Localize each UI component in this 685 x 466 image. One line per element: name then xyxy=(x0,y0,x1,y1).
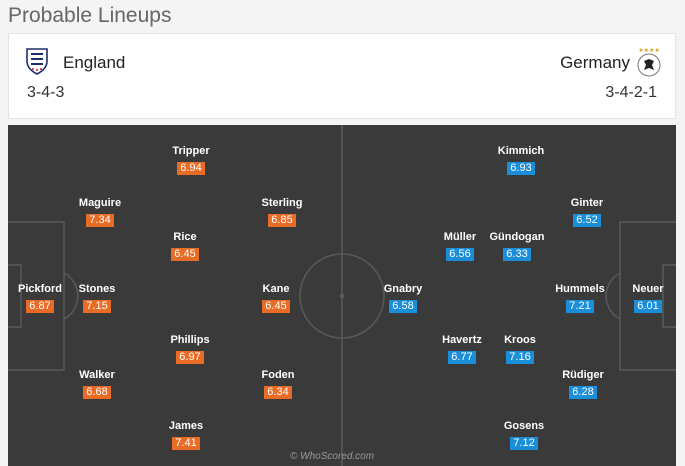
player-name: Foden xyxy=(261,369,295,381)
player-rating: 6.93 xyxy=(507,162,535,175)
player-card[interactable]: Pickford 6.87 xyxy=(8,283,80,314)
player-rating: 6.45 xyxy=(171,248,199,261)
player-rating: 7.41 xyxy=(172,437,200,450)
player-rating: 6.56 xyxy=(446,248,474,261)
player-card[interactable]: Ginter 6.52 xyxy=(547,197,627,228)
player-rating: 7.21 xyxy=(566,300,594,313)
player-name: Sterling xyxy=(261,197,303,209)
player-rating: 6.58 xyxy=(389,300,417,313)
player-card[interactable]: Gnabry 6.58 xyxy=(363,283,443,314)
player-name: Ginter xyxy=(570,197,604,209)
player-rating: 6.33 xyxy=(503,248,531,261)
player-name: Havertz xyxy=(442,334,482,346)
player-card[interactable]: Rice 6.45 xyxy=(145,231,225,262)
player-name: Gosens xyxy=(503,420,545,432)
player-card[interactable]: Müller 6.56 xyxy=(420,231,500,262)
player-name: Rice xyxy=(173,231,197,243)
player-name: Stones xyxy=(78,283,116,295)
page-title: Probable Lineups xyxy=(8,4,172,27)
three-lions-crest-icon xyxy=(26,48,48,75)
player-card[interactable]: Walker 6.68 xyxy=(57,369,137,400)
player-card[interactable]: Maguire 7.34 xyxy=(60,197,140,228)
player-name: Phillips xyxy=(170,334,210,346)
player-name: Gündogan xyxy=(489,231,545,243)
player-rating: 6.45 xyxy=(262,300,290,313)
player-name: Kane xyxy=(262,283,290,295)
player-rating: 7.16 xyxy=(506,351,534,364)
player-rating: 6.28 xyxy=(569,386,597,399)
player-rating: 6.85 xyxy=(268,214,296,227)
player-card[interactable]: Tripper 6.94 xyxy=(151,145,231,176)
player-card[interactable]: Gündogan 6.33 xyxy=(477,231,557,262)
player-card[interactable]: Kane 6.45 xyxy=(236,283,316,314)
watermark: © WhoScored.com xyxy=(290,451,375,462)
dfb-eagle-crest-icon: ★★★★ xyxy=(637,47,661,77)
player-name: Hummels xyxy=(555,283,605,295)
player-rating: 7.34 xyxy=(86,214,114,227)
player-name: Rüdiger xyxy=(562,369,604,381)
player-name: Müller xyxy=(443,231,477,243)
player-rating: 6.94 xyxy=(177,162,205,175)
away-team-name[interactable]: Germany xyxy=(560,53,630,72)
player-rating: 6.01 xyxy=(634,300,662,313)
teams-header-card: England 3-4-3 Germany ★★★★ 3-4-2-1 xyxy=(8,33,676,119)
pitch-markings xyxy=(8,125,676,466)
player-name: Gnabry xyxy=(383,283,423,295)
player-rating: 6.97 xyxy=(176,351,204,364)
player-rating: 6.68 xyxy=(83,386,111,399)
player-name: Neuer xyxy=(632,283,664,295)
player-name: Walker xyxy=(79,369,115,381)
player-rating: 7.15 xyxy=(83,300,111,313)
player-card[interactable]: Gosens 7.12 xyxy=(484,420,564,451)
away-formation: 3-4-2-1 xyxy=(605,84,657,101)
player-card[interactable]: Sterling 6.85 xyxy=(242,197,322,228)
svg-text:★★★★: ★★★★ xyxy=(638,47,660,54)
pitch: Tripper 6.94 Maguire 7.34 Sterling 6.85 … xyxy=(8,125,676,466)
player-rating: 6.34 xyxy=(264,386,292,399)
player-name: James xyxy=(168,420,204,432)
player-card[interactable]: Phillips 6.97 xyxy=(150,334,230,365)
player-rating: 6.52 xyxy=(573,214,601,227)
player-card[interactable]: Stones 7.15 xyxy=(57,283,137,314)
player-card[interactable]: Kimmich 6.93 xyxy=(481,145,561,176)
player-card[interactable]: Havertz 6.77 xyxy=(422,334,502,365)
player-name: Maguire xyxy=(78,197,122,209)
player-card[interactable]: Neuer 6.01 xyxy=(608,283,676,314)
player-rating: 6.87 xyxy=(26,300,54,313)
player-card[interactable]: Foden 6.34 xyxy=(238,369,318,400)
home-team-name[interactable]: England xyxy=(63,53,126,72)
home-formation: 3-4-3 xyxy=(27,84,65,101)
player-rating: 7.12 xyxy=(510,437,538,450)
player-card[interactable]: Rüdiger 6.28 xyxy=(543,369,623,400)
player-card[interactable]: Kroos 7.16 xyxy=(480,334,560,365)
player-card[interactable]: James 7.41 xyxy=(146,420,226,451)
player-card[interactable]: Hummels 7.21 xyxy=(540,283,620,314)
player-name: Tripper xyxy=(172,145,210,157)
player-name: Kroos xyxy=(504,334,536,346)
player-rating: 6.77 xyxy=(448,351,476,364)
player-name: Kimmich xyxy=(497,145,545,157)
player-name: Pickford xyxy=(17,283,62,295)
